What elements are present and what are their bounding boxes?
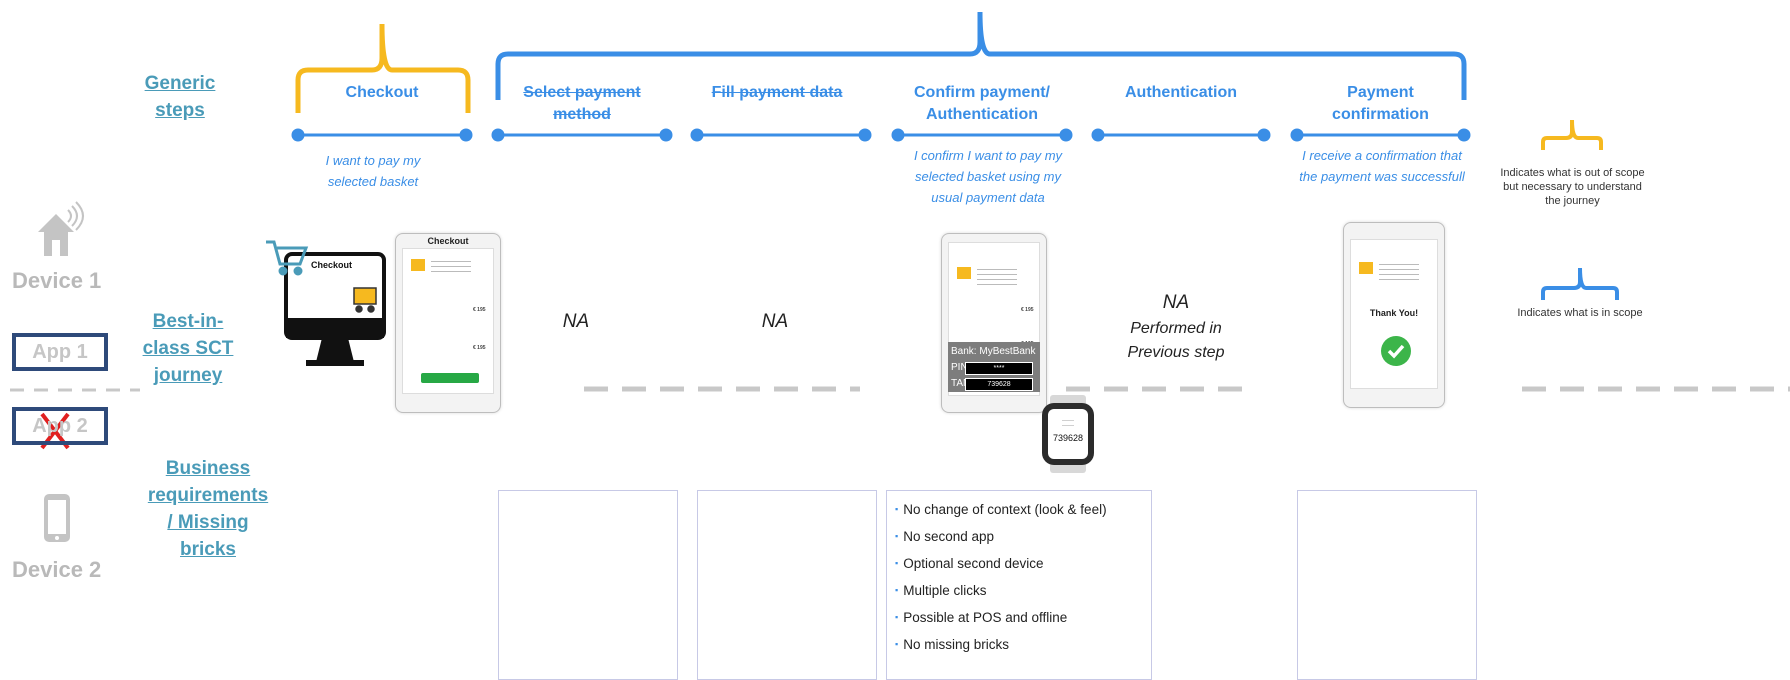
requirement-item: Multiple clicks bbox=[895, 578, 1151, 605]
thank-you-text: Thank You! bbox=[1369, 308, 1419, 318]
step-title-fill-payment-data: Fill payment data bbox=[711, 84, 843, 101]
pin-label: PIN: bbox=[951, 362, 971, 373]
checkout-pay-button bbox=[421, 373, 479, 383]
legend-yellow-bracket bbox=[1541, 119, 1603, 150]
pin-field: **** bbox=[965, 362, 1033, 375]
cart-on-screen-icon bbox=[353, 287, 377, 313]
confirmation-phone-mockup: Thank You! bbox=[1343, 222, 1445, 408]
bank-value: MyBestBank bbox=[979, 346, 1036, 357]
step-title-authentication: Authentication bbox=[1125, 84, 1237, 101]
step-caption-payment-confirmation: I receive a confirmation that the paymen… bbox=[1299, 148, 1465, 184]
checkout-scope-bracket bbox=[295, 23, 471, 113]
device-2-label: Device 2 bbox=[12, 557, 102, 582]
product-thumbnail bbox=[411, 259, 425, 271]
product-details bbox=[977, 265, 1017, 287]
smartphone-icon bbox=[44, 494, 70, 542]
desktop-monitor-icon bbox=[284, 252, 386, 366]
confirm-phone-mockup: € 195 € 195 Bank: MyBestBank PIN:**** TA… bbox=[941, 233, 1047, 413]
legend-blue-bracket bbox=[1541, 267, 1619, 300]
checkout-total-price: € 195 bbox=[473, 345, 486, 351]
tan-label: TAN: bbox=[951, 378, 974, 389]
watch-tan-code: 739628 bbox=[1052, 433, 1084, 443]
product-thumbnail bbox=[957, 267, 971, 279]
requirements-list: No change of context (look & feel) No se… bbox=[887, 491, 1151, 659]
row-label-generic-steps: Generic steps bbox=[144, 73, 216, 121]
app-1-box: App 1 bbox=[12, 333, 108, 371]
shopping-cart-icon bbox=[266, 240, 309, 276]
monitor-checkout-label: Checkout bbox=[311, 260, 353, 270]
step-caption-confirm-payment: I confirm I want to pay my selected bask… bbox=[913, 148, 1063, 205]
requirements-box-fill-payment bbox=[697, 490, 877, 680]
checkmark-icon bbox=[1381, 336, 1411, 366]
requirement-item: No missing bricks bbox=[895, 632, 1151, 659]
step-title-checkout: Checkout bbox=[345, 84, 419, 101]
bank-label: Bank: bbox=[951, 346, 977, 357]
step-timelines bbox=[291, 128, 1471, 142]
checkout-phone-mockup: Checkout € 195 € 195 bbox=[395, 233, 501, 413]
bank-auth-panel: Bank: MyBestBank PIN:**** TAN:739628 bbox=[948, 342, 1040, 392]
performed-in-previous-step: Performed in Previous step bbox=[1127, 320, 1225, 361]
confirm-line-price: € 195 bbox=[1021, 307, 1034, 313]
row-label-best-in-class: Best-in-class SCT journey bbox=[142, 311, 234, 386]
requirement-item: No change of context (look & feel) bbox=[895, 497, 1151, 524]
product-details bbox=[431, 257, 471, 275]
step-caption-checkout: I want to pay my selected basket bbox=[325, 153, 421, 189]
requirements-box-payment-confirmation bbox=[1297, 490, 1477, 680]
na-authentication: NA bbox=[1162, 292, 1190, 313]
step-title-select-payment-method: Select payment method bbox=[523, 84, 641, 123]
requirement-item: Possible at POS and offline bbox=[895, 605, 1151, 632]
legend-in-scope: Indicates what is in scope bbox=[1517, 307, 1643, 319]
na-fill-payment: NA bbox=[761, 311, 789, 332]
device-1-label: Device 1 bbox=[12, 268, 102, 293]
tan-field: 739628 bbox=[965, 378, 1033, 391]
house-wifi-icon bbox=[38, 201, 84, 256]
requirement-item: No second app bbox=[895, 524, 1151, 551]
requirement-item: Optional second device bbox=[895, 551, 1151, 578]
checkout-line-price: € 195 bbox=[473, 307, 486, 313]
app-2-box: App 2 bbox=[12, 407, 108, 445]
smartwatch-icon: —————— 739628 bbox=[1040, 395, 1096, 473]
requirements-box-select-payment bbox=[498, 490, 678, 680]
checkout-phone-title: Checkout bbox=[427, 236, 469, 246]
row-label-business-requirements: Business requirements / Missing bricks bbox=[147, 458, 269, 560]
step-title-confirm-payment: Confirm payment/ Authentication bbox=[913, 84, 1050, 123]
na-select-payment: NA bbox=[562, 311, 590, 332]
product-thumbnail bbox=[1359, 262, 1373, 274]
requirements-box-confirm-payment: No change of context (look & feel) No se… bbox=[886, 490, 1152, 680]
in-scope-bracket bbox=[495, 11, 1467, 100]
step-title-payment-confirmation: Payment confirmation bbox=[1332, 84, 1429, 123]
product-details bbox=[1379, 260, 1419, 282]
legend-out-of-scope: Indicates what is out of scope but neces… bbox=[1500, 167, 1645, 207]
